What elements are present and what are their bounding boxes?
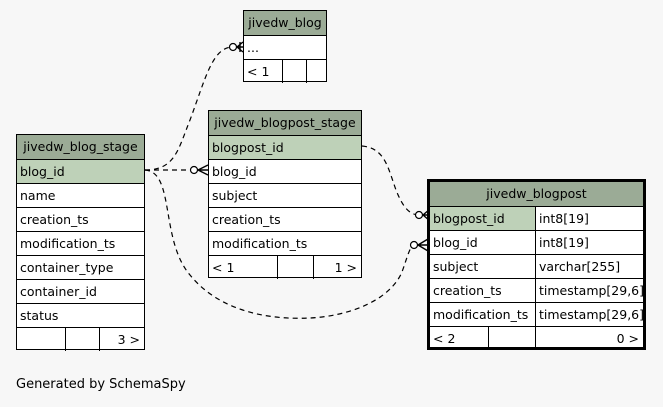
table-row: blog_id — [209, 159, 361, 183]
table-header: jivedw_blog — [244, 11, 326, 35]
footer-columns — [277, 256, 313, 279]
table-row: blog_id int8[19] — [430, 230, 643, 254]
column-type: varchar[255] — [535, 255, 643, 278]
column-type: timestamp[29,6] — [535, 303, 643, 326]
table-row: container_type — [17, 255, 144, 279]
table-footer: < 1 1 > — [209, 255, 361, 279]
table-jivedw-blogpost[interactable]: jivedw_blogpost blogpost_id int8[19] blo… — [427, 179, 646, 350]
column-type: int8[19] — [535, 231, 643, 254]
column-type: timestamp[29,6] — [535, 279, 643, 302]
footer-columns — [65, 328, 99, 351]
footer-children: 1 > — [313, 256, 361, 279]
footer-parents — [17, 328, 65, 351]
footer-parents: < 1 — [247, 64, 270, 79]
table-footer: < 2 0 > — [430, 326, 643, 350]
table-row-primary-key: blogpost_id int8[19] — [430, 206, 643, 230]
footer-columns — [282, 60, 306, 83]
column-name: name — [20, 188, 56, 203]
relationship-blog-stage-to-blog — [144, 46, 233, 171]
table-footer: 3 > — [17, 327, 144, 351]
relationship-blogpost-stage-to-blogpost — [361, 145, 419, 216]
table-row: subject varchar[255] — [430, 254, 643, 278]
table-header: jivedw_blogpost — [430, 182, 643, 206]
column-name: subject — [212, 188, 258, 203]
footer-children: 3 > — [99, 328, 144, 351]
table-row: container_id — [17, 279, 144, 303]
table-row: ... — [244, 35, 326, 59]
table-jivedw-blog-stage[interactable]: jivedw_blog_stage blog_id name creation_… — [16, 134, 145, 351]
column-name: modification_ts — [20, 236, 116, 251]
table-row: creation_ts — [17, 207, 144, 231]
table-jivedw-blog[interactable]: jivedw_blog ... < 1 — [243, 10, 327, 83]
crowfoot-circle-icon — [414, 210, 424, 220]
column-name: blogpost_id — [212, 140, 284, 155]
footer-children — [306, 60, 326, 83]
column-name: ... — [247, 40, 259, 55]
footer-children: 0 > — [535, 327, 643, 350]
table-header: jivedw_blogpost_stage — [209, 111, 361, 135]
column-name: container_id — [20, 284, 97, 299]
column-type: int8[19] — [535, 207, 643, 230]
column-name: modification_ts — [433, 307, 529, 322]
crowfoot-circle-icon — [409, 240, 419, 250]
column-name: blog_id — [433, 235, 478, 250]
relationship-blog-stage-to-blogpost — [144, 169, 415, 319]
table-row: name — [17, 183, 144, 207]
column-name: creation_ts — [20, 212, 89, 227]
table-row: subject — [209, 183, 361, 207]
column-name: creation_ts — [212, 212, 281, 227]
table-jivedw-blogpost-stage[interactable]: jivedw_blogpost_stage blogpost_id blog_i… — [208, 110, 362, 279]
crowfoot-icon — [197, 164, 209, 176]
footer-parents: < 2 — [433, 331, 456, 346]
column-name: subject — [433, 259, 479, 274]
footer-parents: < 1 — [212, 260, 235, 275]
footer-columns — [488, 327, 535, 350]
crowfoot-icon — [236, 41, 244, 53]
column-name: blogpost_id — [430, 207, 535, 230]
crowfoot-icon — [417, 238, 429, 252]
table-row: creation_ts timestamp[29,6] — [430, 278, 643, 302]
table-footer: < 1 — [244, 59, 326, 83]
table-row: modification_ts — [209, 231, 361, 255]
table-row: modification_ts — [17, 231, 144, 255]
column-name: modification_ts — [212, 236, 308, 251]
column-name: container_type — [20, 260, 114, 275]
generated-by-caption: Generated by SchemaSpy — [16, 377, 186, 392]
column-name: creation_ts — [433, 283, 502, 298]
table-header: jivedw_blog_stage — [17, 135, 144, 159]
table-row: creation_ts — [209, 207, 361, 231]
table-row: modification_ts timestamp[29,6] — [430, 302, 643, 326]
crowfoot-circle-icon — [228, 42, 238, 52]
table-row: status — [17, 303, 144, 327]
table-row-primary-key: blog_id — [17, 159, 144, 183]
crowfoot-circle-icon — [189, 165, 199, 175]
column-name: blog_id — [212, 164, 257, 179]
column-name: status — [20, 308, 59, 323]
table-row-primary-key: blogpost_id — [209, 135, 361, 159]
column-name: blog_id — [20, 164, 65, 179]
